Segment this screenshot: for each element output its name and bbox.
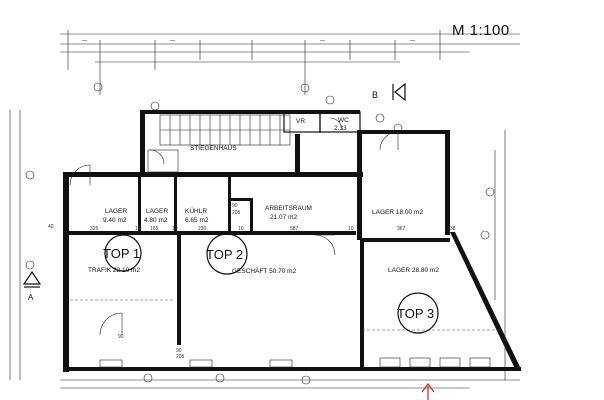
dimension-value: 205 [232,210,241,216]
dimension-value: 205 [176,354,185,360]
svg-text:—: — [320,38,325,44]
room-stiegenhaus: STIEGENHAUS [190,145,237,152]
scale-label: M 1:100 [452,22,510,39]
unit-label-top1: TOP 1 [103,246,140,261]
dimension-value: 90 [118,334,124,340]
orientation-symbol-left: A [22,270,42,302]
unit-label-top3: TOP 3 [397,306,434,321]
dimension-value: 165 [150,226,159,232]
room-arbeitsraum-name: ARBEITSRAUM [265,205,312,212]
wc-block [283,111,361,133]
orientation-symbol-top: B [372,82,406,102]
room-lager-4: LAGER 28.80 m2 [388,267,439,274]
room-kuehler-area: 6.65 m2 [185,217,209,224]
dimension-value: 325 [90,226,99,232]
stairwell [147,114,291,173]
dimension-value: 587 [290,226,299,232]
axis-markers [25,82,495,385]
room-lager-1-name: LAGER [105,208,127,215]
room-arbeitsraum-area: 21.07 m2 [270,214,297,221]
entrance-arrow [421,383,435,400]
dimension-value: 90 [232,203,238,209]
dimension-value: 10 [172,226,178,232]
room-geschaeft: GESCHÄFT 50.70 m2 [232,267,297,275]
dimension-value: 90 [176,348,182,354]
room-wc: WC [338,117,349,124]
unit-top2: TOP 2 [206,233,248,275]
dimension-value: 40 [48,224,54,230]
svg-text:—: — [410,38,415,44]
dimension-value: 10 [238,226,244,232]
room-kuehler-name: KÜHLR [185,207,207,215]
room-wc-area: 2.33 [334,125,347,132]
dimension-value: 367 [397,226,406,232]
dimension-value: 10 [348,226,354,232]
facade-openings [99,357,491,368]
svg-text:—: — [82,38,87,44]
outer-walls [63,110,521,372]
dimension-value: 10 [135,226,141,232]
svg-text:A: A [28,293,34,302]
room-vr: VR [296,118,305,125]
right-dimension-lines [9,110,520,389]
room-trafik: TRAFIK 22.10 m2 [88,267,140,274]
svg-text:—: — [170,38,175,44]
dimension-value: 38 [450,226,456,232]
unit-top3: TOP 3 [397,292,439,334]
top-dimension-lines: — — — — [60,30,520,95]
room-lager-1-area: 9.40 m2 [103,217,127,224]
dimension-value: 230 [198,226,207,232]
room-lager-2-name: LAGER [146,208,168,215]
unit-label-top2: TOP 2 [206,247,243,262]
interior-walls [66,177,450,368]
room-lager-2-area: 4.80 m2 [144,217,168,224]
unit-top1: TOP 1 [103,234,142,272]
door-swings [69,117,399,336]
svg-text:B: B [372,90,378,100]
room-lager-3: LAGER 18.00 m2 [372,209,423,216]
